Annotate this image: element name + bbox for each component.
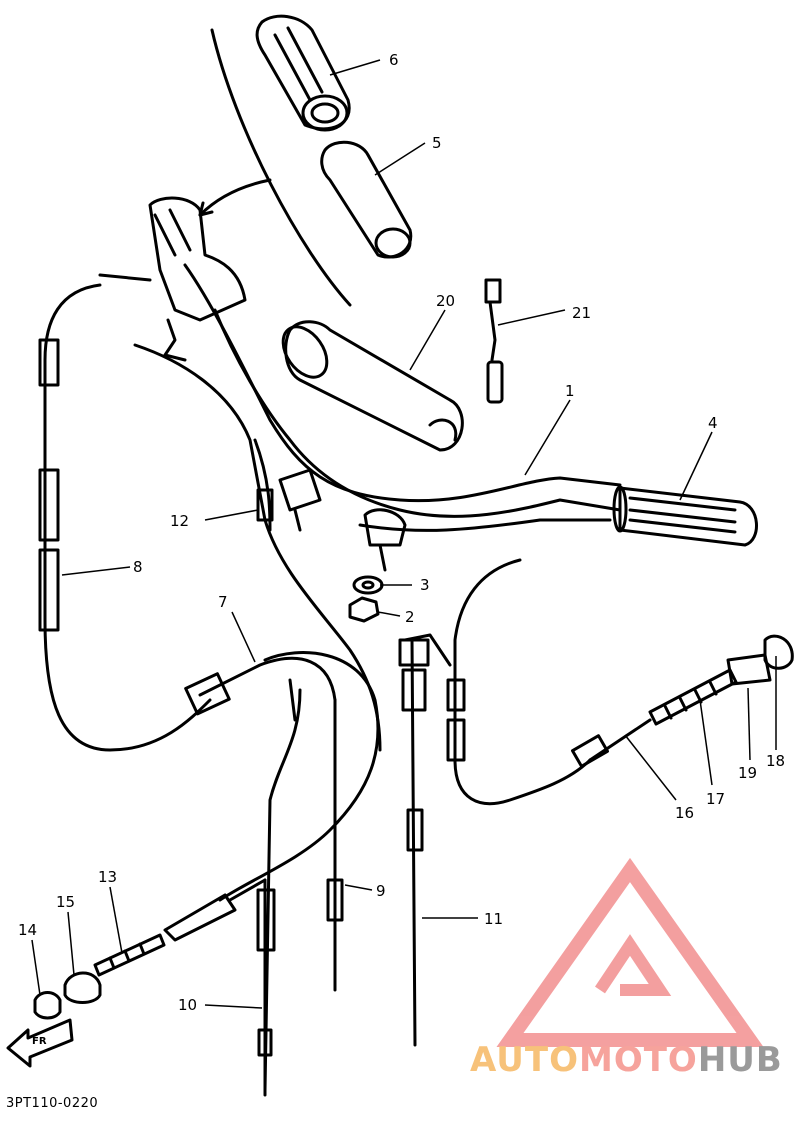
- part-18: [763, 634, 794, 670]
- part-21: [484, 278, 504, 404]
- bar-clamp: [278, 468, 407, 572]
- nut: [348, 596, 380, 623]
- callout-labels: 6 5 20 21 1 4 3 2 12 8 7 9 11 10 13 15 1…: [18, 51, 785, 1014]
- front-arrow: [6, 1018, 74, 1068]
- callout-13: 13: [98, 868, 117, 886]
- cable-16: [453, 558, 592, 806]
- callout-19: 19: [738, 764, 757, 782]
- callout-18: 18: [766, 752, 785, 770]
- cable-7: [198, 656, 337, 902]
- cable-8: [43, 283, 212, 752]
- right-grip: [612, 485, 758, 547]
- callout-9: 9: [376, 882, 386, 900]
- callout-21: 21: [572, 304, 591, 322]
- callout-5: 5: [432, 134, 442, 152]
- washer-hole: [361, 580, 375, 590]
- callout-2: 2: [405, 608, 415, 626]
- callout-14: 14: [18, 921, 37, 939]
- grip-6: [255, 14, 351, 132]
- callout-6: 6: [389, 51, 399, 69]
- washer: [352, 575, 384, 595]
- adjuster-17: [648, 668, 738, 726]
- watermark-logo: [496, 857, 764, 1047]
- grip-5: [320, 140, 413, 259]
- callout-20: 20: [436, 292, 455, 310]
- callout-7: 7: [218, 593, 228, 611]
- callout-4: 4: [708, 414, 718, 432]
- adjuster-13: [93, 878, 267, 977]
- diagram-code: 3PT110-0220: [6, 1096, 99, 1111]
- callout-12: 12: [170, 512, 189, 530]
- callout-17: 17: [706, 790, 725, 808]
- part-19: [726, 653, 772, 686]
- front-marker-label: FR: [32, 1036, 47, 1047]
- callout-1: 1: [565, 382, 575, 400]
- callout-11: 11: [484, 910, 503, 928]
- watermark-part1: AUTO: [470, 1040, 579, 1080]
- part-14: [33, 991, 62, 1020]
- dashed-arc: [210, 28, 352, 307]
- watermark-part3: HUB: [697, 1040, 783, 1080]
- handlebar: [183, 263, 622, 532]
- watermark-text: AUTOMOTOHUB: [470, 1040, 783, 1080]
- callout-15: 15: [56, 893, 75, 911]
- cable-11: [410, 638, 417, 1047]
- throttle-housing: [148, 196, 247, 362]
- callout-3: 3: [420, 576, 430, 594]
- leader-lines: [31, 59, 777, 1009]
- callout-16: 16: [675, 804, 694, 822]
- callout-8: 8: [133, 558, 143, 576]
- watermark-part2: MOTO: [578, 1040, 698, 1080]
- cable-12: [133, 343, 382, 752]
- callout-10: 10: [178, 996, 197, 1014]
- grip-20: [281, 320, 464, 452]
- part-15: [63, 971, 102, 1004]
- assembly-arrow: [198, 178, 272, 217]
